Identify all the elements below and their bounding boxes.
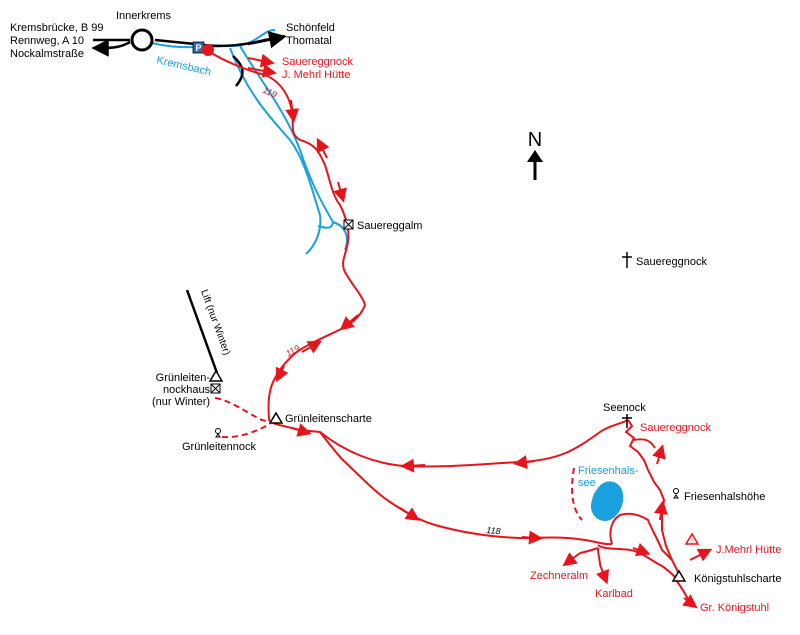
junction-label: Innerkrems [116,10,172,22]
road-to-west [91,39,131,57]
trail-zechneralm-branch [579,547,599,554]
saueregg-alm-label: Saueregg­alm [357,220,423,232]
arrow-to-karlbad [595,564,610,585]
koenigstuhl-label: Gr. Königstuhl [700,602,770,614]
trail-arrow-11 [521,530,543,545]
trail-arrow-6 [275,365,289,383]
warning-icon: ! [684,532,700,545]
trail-arrow-3 [333,181,347,203]
route-118-label: 118 [486,525,501,536]
trail-arrow-13 [654,500,668,521]
roads [91,31,287,374]
summit-marker-icon [215,428,221,438]
trail-119-upper [209,51,613,546]
trail-gruenleitennock-dashed [221,423,271,439]
pass-icon [208,369,224,382]
kremsbach-label: Kremsbach [155,54,212,78]
trail-arrow-1 [285,99,300,123]
side-road [232,55,244,87]
trail-arrow-2 [316,137,330,159]
arrow-to-zechneralm [562,552,581,567]
trail-karlbad-branch [597,547,601,566]
road-junction-icon [130,28,154,52]
lake-label: Friesenhals- see [578,465,639,489]
karlbad-label: Karlbad [595,588,633,600]
stream-branch [317,221,334,229]
friesenhals-lake [590,481,624,521]
trail-arrows [247,53,713,609]
trail-arrow-5 [301,340,323,354]
gruenleiten-nock-label: Grünleitennock [182,441,256,453]
trail-arrow-10 [399,507,420,521]
svg-text:N: N [528,129,542,151]
trail-arrow-8 [400,458,426,473]
pass-icon [268,411,284,424]
north-arrow-icon: N [527,129,543,180]
route-119-top-label: 119 [261,85,278,100]
west-destination-label: Kremsbrücke, B 99 Rennweg, A 10 Nockalms… [10,22,104,60]
summit-cross-icon [622,414,632,428]
trail-bottom-junction [597,544,677,579]
route-119-mid-label: 119 [284,343,301,359]
svg-text:P: P [195,43,201,53]
trail-gruenleiten-dashed [214,397,271,423]
friesenhalshoehe-label: Friesenhalshöhe [684,491,766,503]
arrow-to-top-mehrl [247,63,277,78]
arrow-to-east-saueregg [652,444,666,465]
trail-lake-dashed [571,467,583,521]
trail-scharte-seenock [319,419,629,468]
alm-hut-icon [343,219,354,230]
arrow-to-top-saueregg [247,53,275,68]
top-mehrl-label: J. Mehrl Hütte [282,69,351,81]
east-destination-label: Schönfeld Thomatal [286,22,335,47]
pass-icon [671,569,687,582]
dashed-trails [214,397,583,521]
gruenleiten-scharte-label: Grünleitenscharte [285,413,372,425]
gruenleiten-haus-label: Grünleiten- nockhaus (nur Winter) [152,372,211,408]
saueregg-nock-label: Sauereggnock [636,256,707,268]
trail-friesenhals-south [609,512,673,561]
lift-line [185,289,219,374]
trail-ridge-east [624,419,679,573]
zechneralm-label: Zechneralm [530,570,589,582]
trail-to-koenigstuhl [675,579,691,604]
east-mehrl-label: J.Mehrl Hütte [716,544,782,556]
svg-text:!: ! [691,538,693,545]
lift-label: Lift (nur Winter) [198,288,232,357]
summit-cross-icon [622,252,632,268]
trails [209,51,691,604]
koenigstuhlscharte-label: Königstuhlscharte [694,573,782,585]
trail-seen-sauereggnock [633,438,656,449]
road-to-east [247,31,287,49]
top-saueregg-label: Sauereggnock [282,56,353,68]
east-saueregg-label: Sauereggnock [640,422,711,434]
summit-marker-icon [673,488,679,499]
arrow-to-koenigstuhl [682,594,698,609]
alm-hut-icon [210,383,221,394]
trail-arrow-12 [632,543,651,557]
arrow-to-east-mehrl [689,548,713,562]
stream-west [229,47,322,255]
seenock-label: Seenock [603,402,646,414]
trail-arrow-4 [339,314,359,331]
trailhead-icon [202,44,214,56]
trail-arrow-7 [291,423,312,437]
trail-arrow-9 [513,455,536,470]
